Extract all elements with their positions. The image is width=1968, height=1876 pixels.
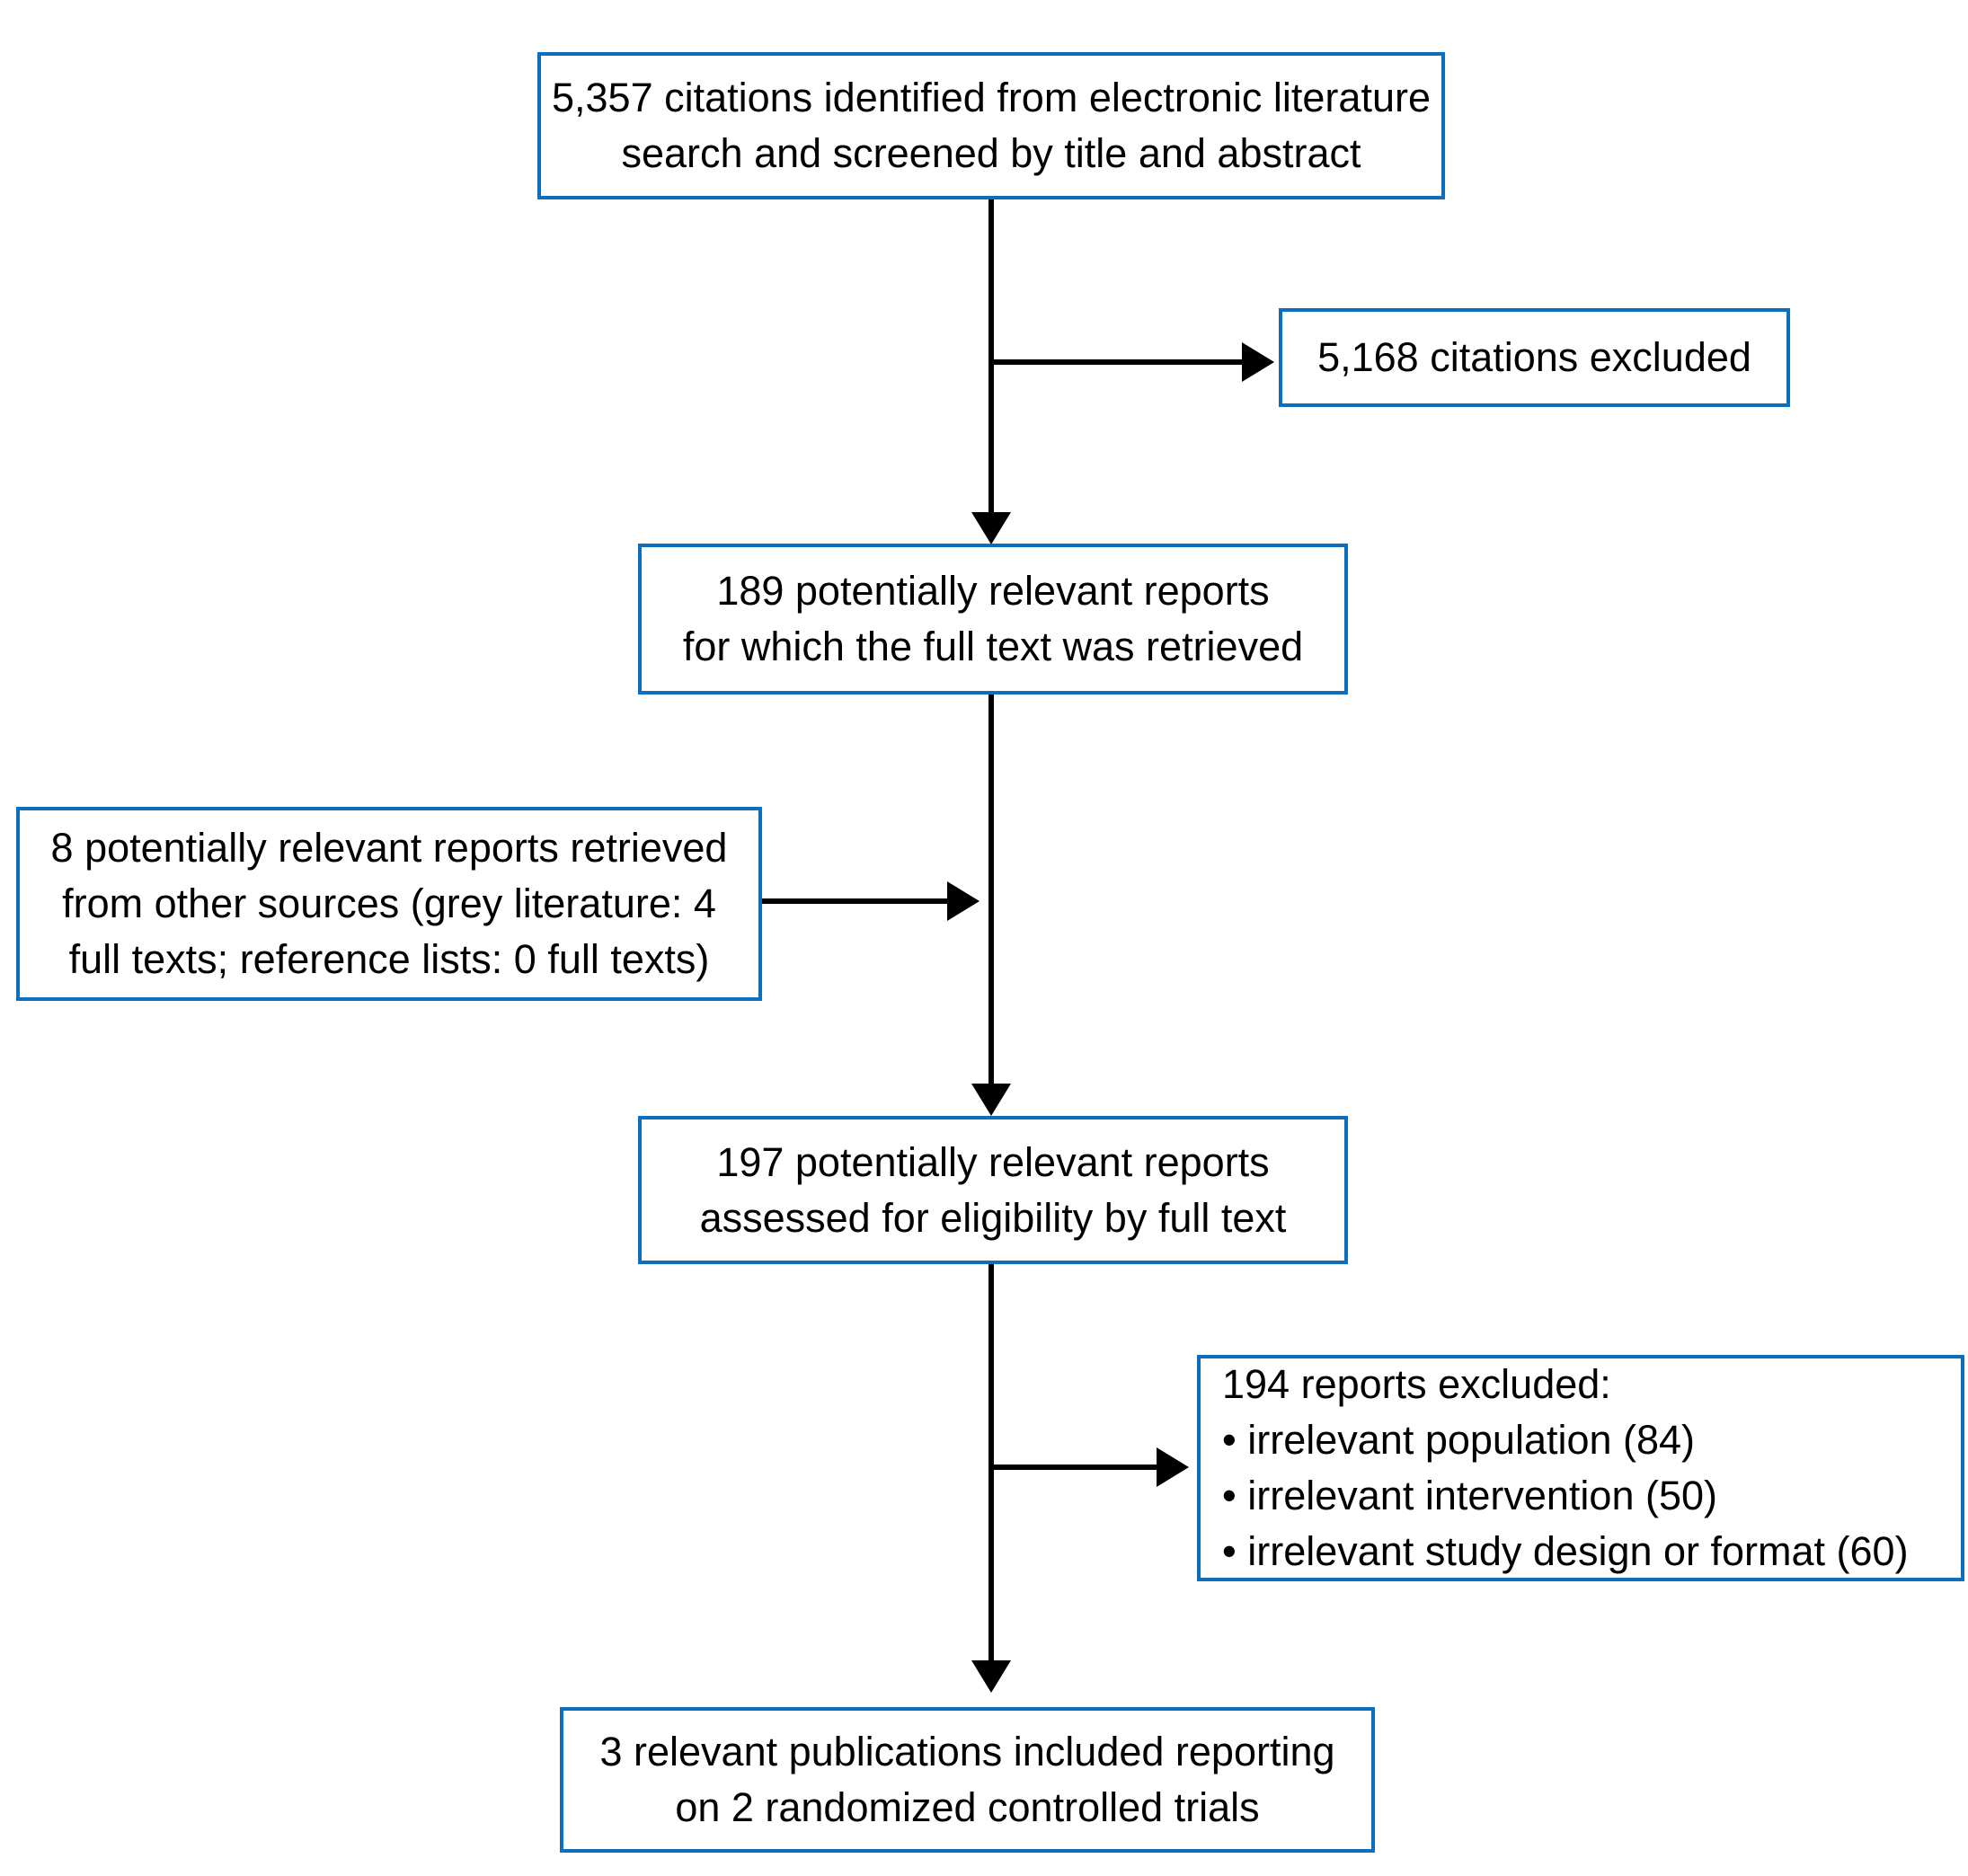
included-publications-text-line2: on 2 randomized controlled trials [675, 1784, 1260, 1830]
other-sources-text-line2: from other sources (grey literature: 4 [62, 880, 716, 926]
arrowhead-down-to-included-icon [971, 1660, 1011, 1693]
assessed-eligibility-text-line1: 197 potentially relevant reports [716, 1138, 1270, 1185]
identified-citations-text-line1: 5,357 citations identified from electron… [551, 75, 1431, 120]
reports-excluded-box: 194 reports excluded: • irrelevant popul… [1197, 1355, 1964, 1581]
arrow-line-assessed-to-included [988, 1264, 994, 1660]
arrowhead-down-to-assessed-icon [971, 1084, 1011, 1116]
reports-excluded-header: 194 reports excluded: [1222, 1361, 1611, 1407]
arrowhead-right-to-citations-excluded-icon [1242, 342, 1274, 382]
citations-excluded-box: 5,168 citations excluded [1279, 308, 1790, 407]
arrow-line-retrieved-to-assessed [988, 695, 994, 1084]
included-publications-box: 3 relevant publications included reporti… [560, 1707, 1375, 1853]
fulltext-retrieved-text-line2: for which the full text was retrieved [682, 624, 1304, 669]
arrowhead-right-to-reports-excluded-icon [1157, 1447, 1189, 1487]
identified-citations-box: 5,357 citations identified from electron… [537, 52, 1445, 199]
arrowhead-down-to-retrieved-icon [971, 512, 1011, 544]
assessed-eligibility-text-line2: assessed for eligibility by full text [699, 1194, 1287, 1241]
other-sources-text-line1: 8 potentially relevant reports retrieved [50, 825, 728, 871]
arrow-line-to-reports-excluded [988, 1465, 1157, 1470]
arrow-line-identified-to-retrieved [988, 199, 994, 512]
reports-excluded-item-design: • irrelevant study design or format (60) [1222, 1528, 1909, 1574]
other-sources-box: 8 potentially relevant reports retrieved… [16, 807, 762, 1001]
assessed-eligibility-box: 197 potentially relevant reports assesse… [638, 1116, 1348, 1264]
arrow-line-other-sources-to-flow [762, 898, 947, 904]
fulltext-retrieved-box: 189 potentially relevant reports for whi… [638, 544, 1348, 695]
citations-excluded-text: 5,168 citations excluded [1317, 334, 1751, 380]
included-publications-text-line1: 3 relevant publications included reporti… [599, 1729, 1335, 1774]
reports-excluded-item-intervention: • irrelevant intervention (50) [1222, 1473, 1718, 1518]
other-sources-text-line3: full texts; reference lists: 0 full text… [68, 936, 710, 982]
fulltext-retrieved-text-line1: 189 potentially relevant reports [716, 568, 1270, 614]
arrowhead-right-other-sources-icon [947, 881, 980, 921]
arrow-line-to-citations-excluded [988, 359, 1242, 365]
identified-citations-text-line2: search and screened by title and abstrac… [621, 130, 1361, 176]
reports-excluded-item-population: • irrelevant population (84) [1222, 1417, 1696, 1463]
